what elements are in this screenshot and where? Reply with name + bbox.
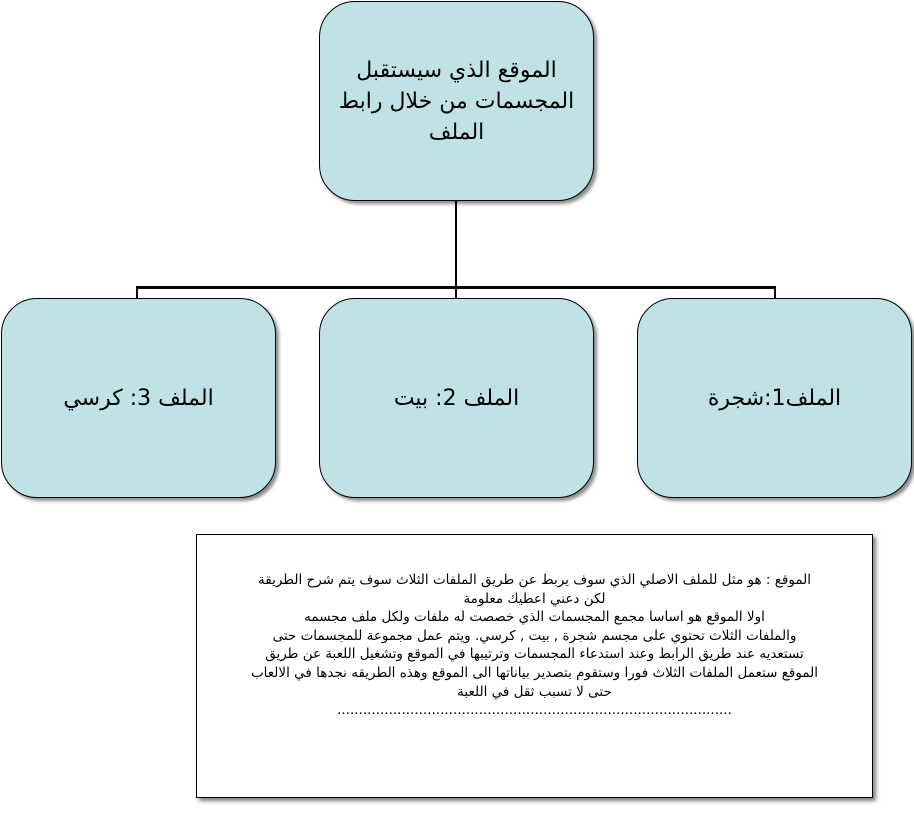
note-line: والملفات الثلاث تحتوي على مجسم شجرة , بي… xyxy=(272,627,797,644)
connector-child-1 xyxy=(774,286,776,298)
note-line: تستعديه عند طريق الرابط وعند استدعاء الم… xyxy=(265,646,804,663)
explanation-note: الموقع : هو مثل للملف الاصلي الذي سوف ير… xyxy=(196,534,873,798)
note-line: حتى لا تسبب ثقل في اللعبة xyxy=(457,683,612,700)
note-dotted-line: ........................................… xyxy=(337,702,732,719)
connector-root xyxy=(455,201,457,287)
root-node: الموقع الذي سيستقبل المجسمات من خلال راب… xyxy=(319,1,594,201)
note-line: الموقع ستعمل الملفات الثلاث فورا وستقوم … xyxy=(250,664,819,681)
child-node-file-3: الملف 3: كرسي xyxy=(1,298,276,498)
child-node-label: الملف1:شجرة xyxy=(707,385,842,411)
note-line: الموقع : هو مثل للملف الاصلي الذي سوف ير… xyxy=(258,572,811,588)
root-node-label: الموقع الذي سيستقبل المجسمات من خلال راب… xyxy=(338,57,575,145)
connector-child-3 xyxy=(136,286,138,298)
child-node-label: الملف 2: بيت xyxy=(393,385,520,411)
child-node-file-1: الملف1:شجرة xyxy=(637,298,912,498)
child-node-label: الملف 3: كرسي xyxy=(63,385,214,411)
connector-child-2 xyxy=(455,286,457,298)
note-line: لكن دعني اعطيك معلومة xyxy=(463,590,606,607)
child-node-file-2: الملف 2: بيت xyxy=(319,298,594,498)
note-line: اولا الموقع هو اساسا مجمع المجسمات الذي … xyxy=(304,609,765,626)
